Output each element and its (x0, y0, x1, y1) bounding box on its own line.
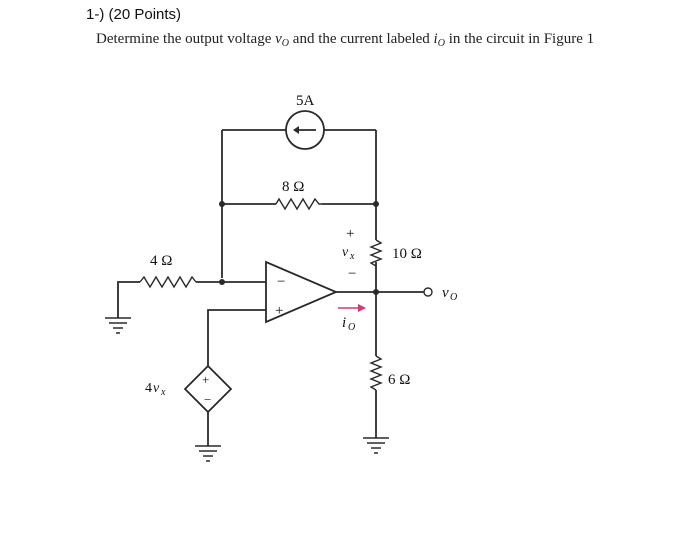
depsource-sub: x (160, 387, 166, 398)
prompt-io-sub: O (437, 38, 445, 49)
prompt-text-1: Determine the output voltage (96, 31, 276, 47)
node-feedback-left (219, 201, 225, 207)
vx-plus-sign: + (346, 226, 354, 242)
ground-right-icon (363, 437, 389, 454)
resistor-4ohm-label: 4 Ω (150, 253, 172, 269)
depsource-coef: 4 (145, 381, 152, 396)
resistor-6ohm-label: 6 Ω (388, 372, 410, 388)
depsource-minus-sign: − (204, 392, 211, 407)
vo-terminal (423, 287, 433, 297)
current-source (285, 110, 325, 150)
io-var: i (342, 315, 346, 331)
vo-var: v (442, 285, 449, 301)
vx-var: v (342, 245, 349, 260)
resistor-10ohm (369, 239, 383, 267)
resistor-6ohm (369, 355, 383, 391)
opamp-minus-sign: − (277, 274, 285, 290)
opamp (265, 260, 339, 324)
node-feedback-right (373, 201, 379, 207)
ground-depsource-icon (195, 445, 221, 462)
io-arrow (338, 304, 366, 312)
node-output (373, 289, 379, 295)
current-source-label: 5A (296, 93, 315, 109)
depsource-var: v (153, 381, 160, 396)
opamp-plus-sign: + (275, 303, 283, 319)
vo-sub: O (450, 292, 457, 303)
problem-prompt: Determine the output voltage vO and the … (96, 31, 595, 49)
problem-heading: 1-) (20 Points) (86, 6, 182, 23)
ground-left-icon (105, 317, 131, 334)
node-inverting (219, 279, 225, 285)
prompt-vo-sub: O (281, 38, 290, 49)
dependent-voltage-source (183, 364, 233, 414)
vx-minus-sign: − (348, 266, 356, 282)
resistor-8ohm-label: 8 Ω (282, 179, 304, 195)
prompt-io-var: i (433, 31, 438, 47)
depsource-plus-sign: + (202, 372, 209, 387)
wire-noninverting (207, 309, 266, 366)
wire-input-left (117, 281, 140, 318)
resistor-4ohm (139, 275, 197, 289)
prompt-text-2: and the current labeled (289, 31, 434, 47)
figure-reference: Figure 1 (543, 31, 595, 47)
vx-sub: x (349, 251, 355, 262)
io-sub: O (348, 322, 355, 333)
resistor-8ohm (275, 197, 322, 211)
prompt-vo-var: v (275, 31, 282, 47)
prompt-text-3: in the circuit in (444, 31, 544, 47)
resistor-10ohm-label: 10 Ω (392, 246, 422, 262)
